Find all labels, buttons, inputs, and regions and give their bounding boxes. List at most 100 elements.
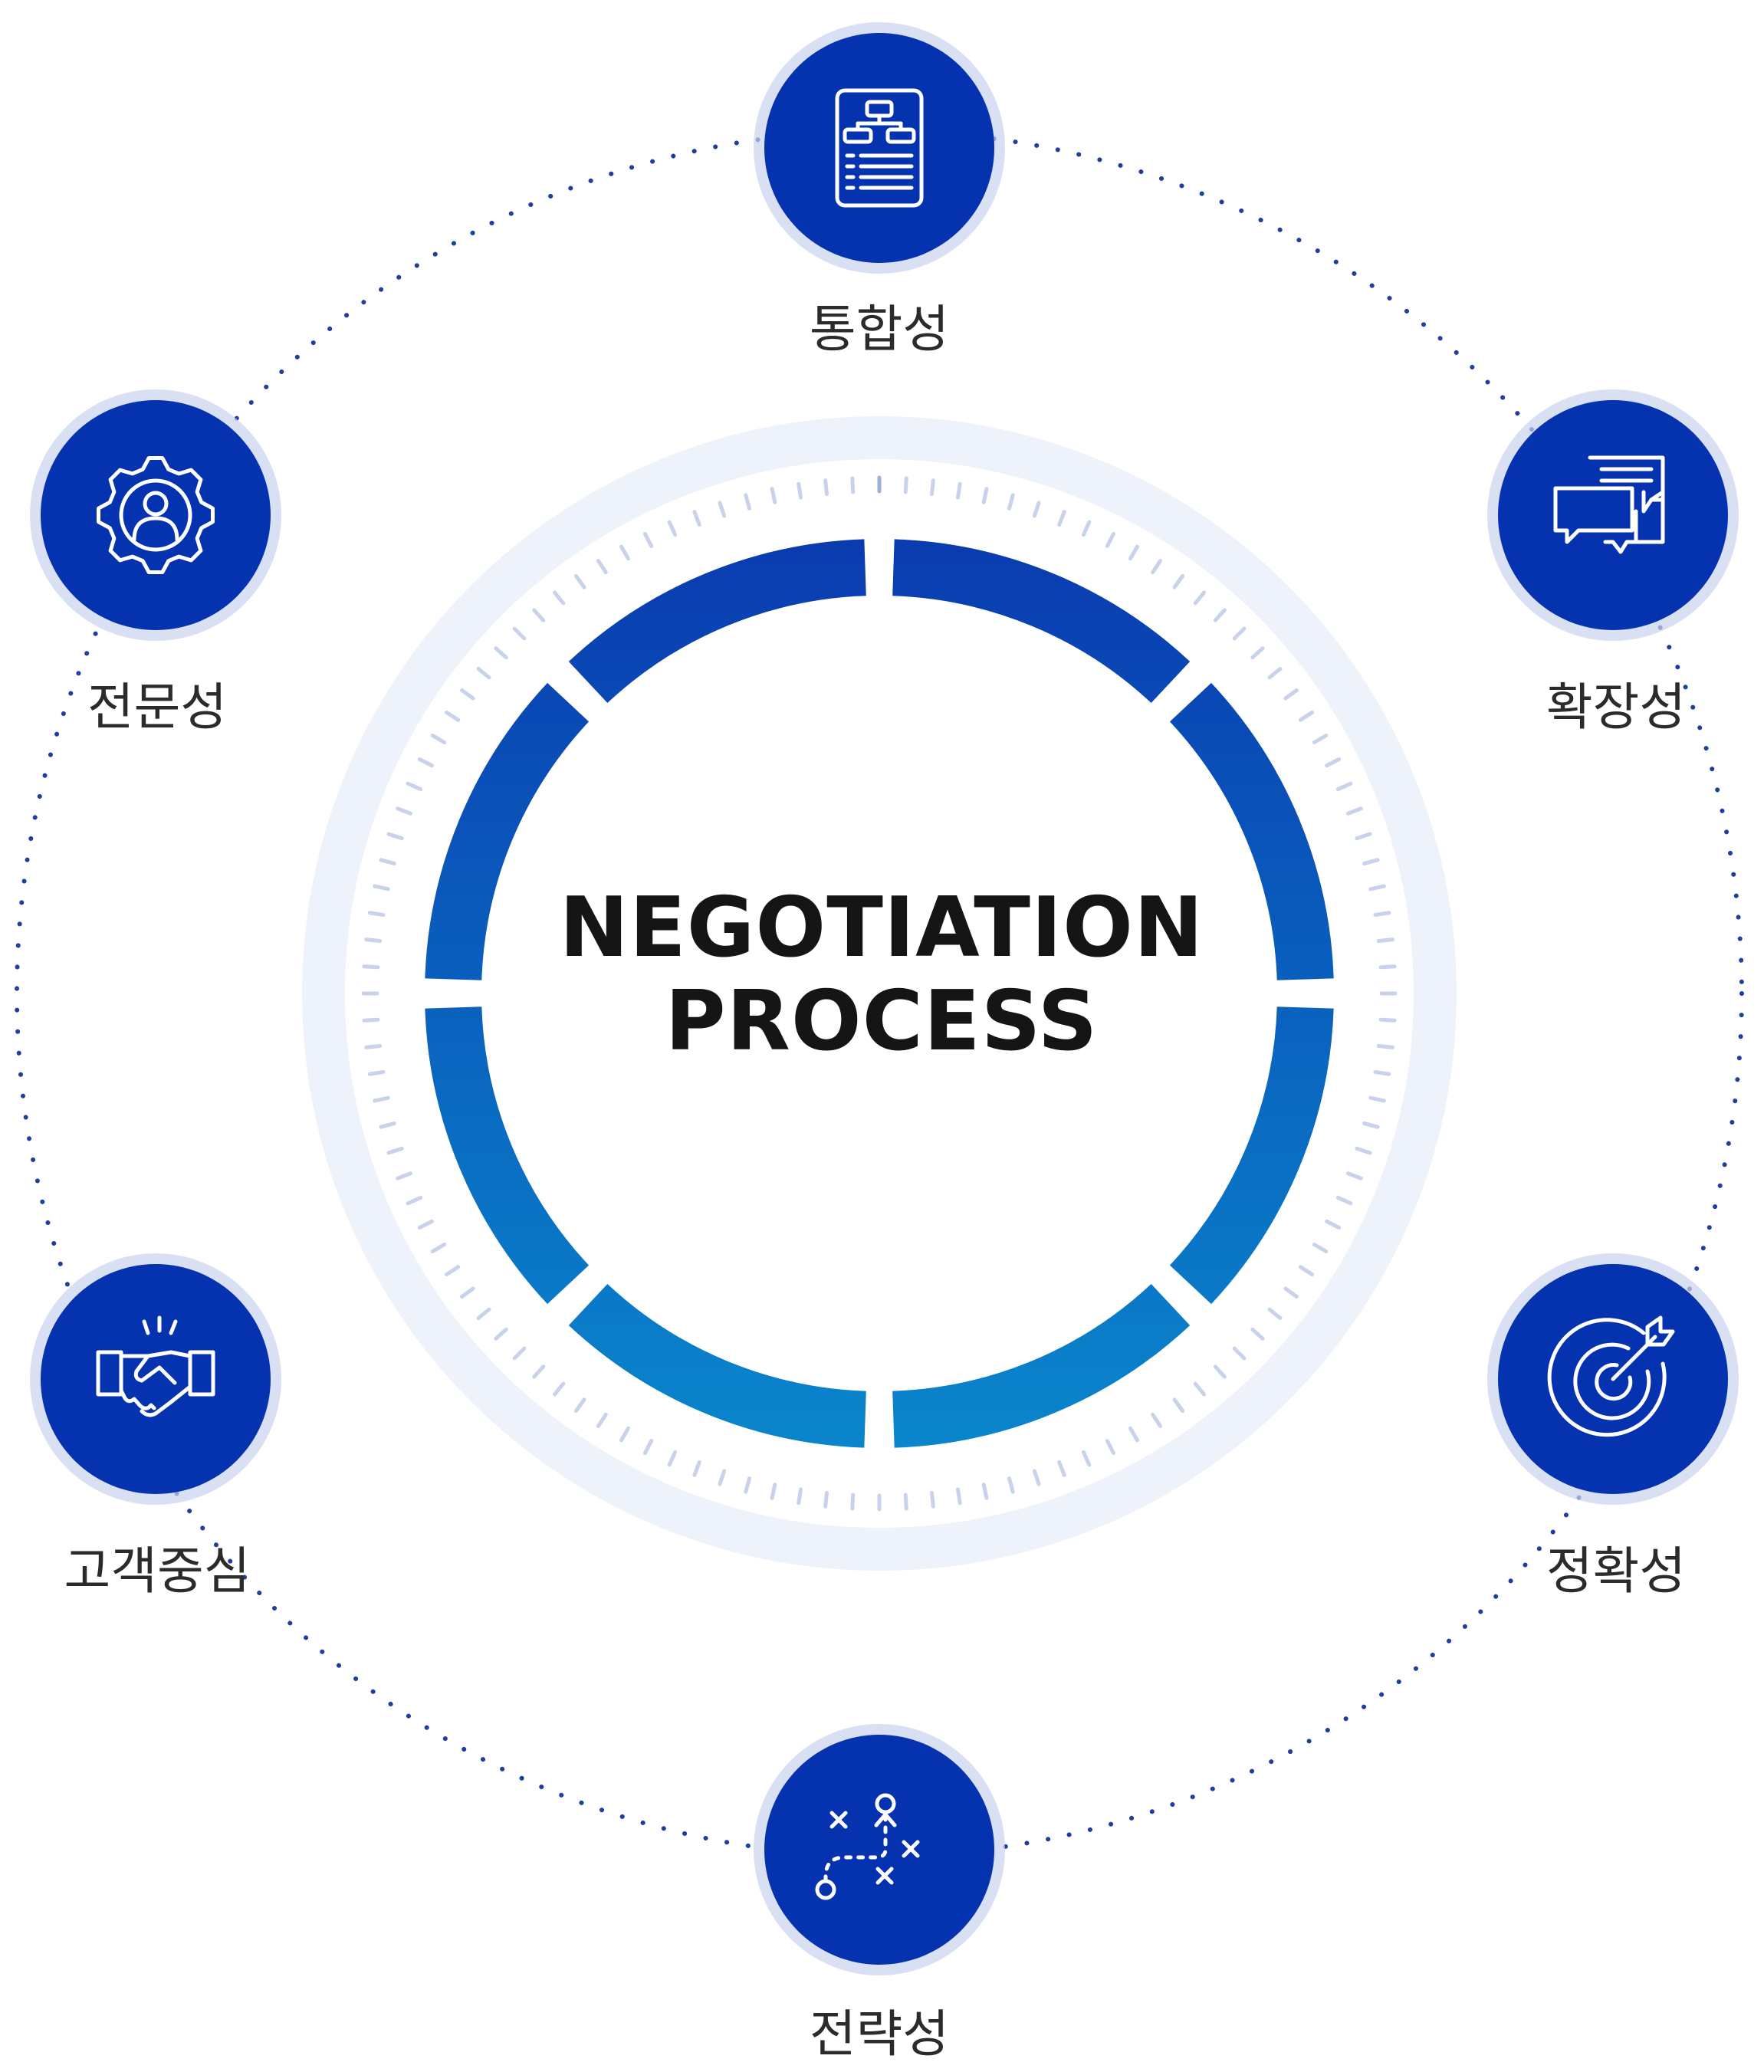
tick-mark	[1362, 858, 1380, 865]
tick-mark	[1298, 710, 1314, 722]
tick-mark	[494, 1327, 508, 1341]
tick-mark	[1128, 1426, 1139, 1443]
tick-mark	[1081, 520, 1092, 537]
tick-mark	[430, 734, 447, 744]
tick-mark	[512, 626, 527, 641]
tick-mark	[1032, 1469, 1041, 1486]
tick-mark	[1193, 1381, 1207, 1397]
tick-mark	[692, 1460, 701, 1477]
tick-mark	[1193, 590, 1207, 606]
node-label-strategy: 전략성	[809, 2005, 950, 2064]
tick-mark	[903, 476, 908, 494]
tick-mark	[1362, 1121, 1380, 1129]
tick-mark	[512, 1346, 527, 1361]
tick-mark	[1007, 1476, 1015, 1494]
node-expertise	[30, 389, 281, 641]
tick-mark	[1335, 781, 1353, 792]
tick-ring	[361, 475, 1398, 1512]
strategy-play-icon	[815, 1793, 920, 1900]
ring-segment	[892, 1283, 1191, 1448]
tick-mark	[379, 858, 396, 865]
outer-band-ring	[302, 416, 1457, 1571]
tick-mark	[667, 520, 678, 537]
node-scalability	[1487, 389, 1739, 641]
tick-mark	[797, 1487, 803, 1506]
tick-mark	[596, 1412, 608, 1428]
tick-mark	[1213, 1364, 1227, 1379]
tick-mark	[417, 1219, 434, 1230]
tick-mark	[1032, 501, 1041, 518]
tick-mark	[532, 608, 546, 622]
outer-dotted-ring	[15, 129, 1744, 1858]
tick-mark	[1373, 911, 1391, 918]
tick-mark	[1057, 1460, 1066, 1477]
tick-mark	[367, 911, 386, 918]
handshake-icon	[96, 1315, 215, 1417]
tick-mark	[417, 757, 434, 768]
tick-mark	[1312, 734, 1329, 744]
tick-mark	[373, 884, 390, 892]
tick-mark	[850, 1492, 856, 1511]
tick-mark	[692, 510, 701, 527]
node-strategy	[754, 1724, 1005, 1975]
tick-mark	[386, 832, 404, 841]
tick-mark	[981, 1483, 989, 1500]
tick-mark	[903, 1492, 908, 1511]
tick-mark	[619, 544, 630, 561]
tick-mark	[1283, 688, 1299, 701]
tick-mark	[1368, 884, 1386, 892]
tick-mark	[1057, 510, 1066, 527]
ring-segment	[892, 539, 1191, 704]
node-label-customer-focus: 고객중심	[64, 1542, 251, 1601]
tick-mark	[1105, 1439, 1116, 1456]
tick-mark	[1267, 1307, 1283, 1321]
tick-mark	[1213, 608, 1227, 622]
tick-mark	[955, 481, 962, 500]
node-customer-focus	[30, 1253, 281, 1505]
tick-mark	[445, 710, 461, 722]
tick-mark	[1312, 1243, 1329, 1253]
tick-mark	[494, 646, 508, 660]
tick-mark	[1232, 1346, 1247, 1361]
tick-mark	[1376, 1043, 1394, 1049]
org-chart-document-icon	[835, 88, 924, 208]
center-title-line1: NEGOTIATION	[559, 880, 1204, 976]
tick-mark	[797, 481, 803, 500]
nodes-layer	[30, 22, 1739, 1975]
tick-mark	[1325, 1219, 1342, 1230]
ring-segment	[1169, 682, 1334, 981]
tick-mark	[1376, 937, 1394, 944]
tick-mark	[1283, 1286, 1299, 1299]
segmented-ring	[425, 539, 1334, 1448]
tick-mark	[406, 781, 423, 792]
tick-mark	[981, 487, 989, 504]
tick-mark	[460, 688, 475, 701]
node-accuracy	[1487, 1253, 1739, 1505]
tick-mark	[770, 1483, 777, 1500]
node-label-accuracy: 정확성	[1546, 1542, 1687, 1601]
tick-mark	[642, 531, 654, 548]
tick-mark	[406, 1195, 423, 1206]
tick-mark	[718, 501, 727, 518]
tick-mark	[476, 666, 491, 680]
tick-mark	[552, 1381, 566, 1397]
node-label-scalability: 확장성	[1546, 678, 1687, 737]
tick-mark	[430, 1243, 447, 1253]
tick-mark	[823, 1490, 829, 1509]
tick-mark	[364, 1043, 383, 1049]
tick-mark	[367, 1069, 386, 1076]
tick-mark	[573, 1397, 586, 1413]
tick-mark	[1232, 626, 1247, 641]
tick-mark	[1355, 832, 1372, 841]
tick-mark	[642, 1439, 654, 1456]
tick-mark	[1355, 1146, 1372, 1155]
tick-mark	[373, 1095, 390, 1103]
tick-mark	[929, 1490, 935, 1509]
tick-mark	[1345, 806, 1363, 816]
tick-mark	[396, 806, 413, 816]
tick-mark	[955, 1487, 962, 1506]
ring-segment	[425, 682, 590, 981]
gear-person-icon	[97, 456, 215, 574]
tick-mark	[1325, 757, 1342, 768]
ring-segment	[568, 539, 867, 704]
